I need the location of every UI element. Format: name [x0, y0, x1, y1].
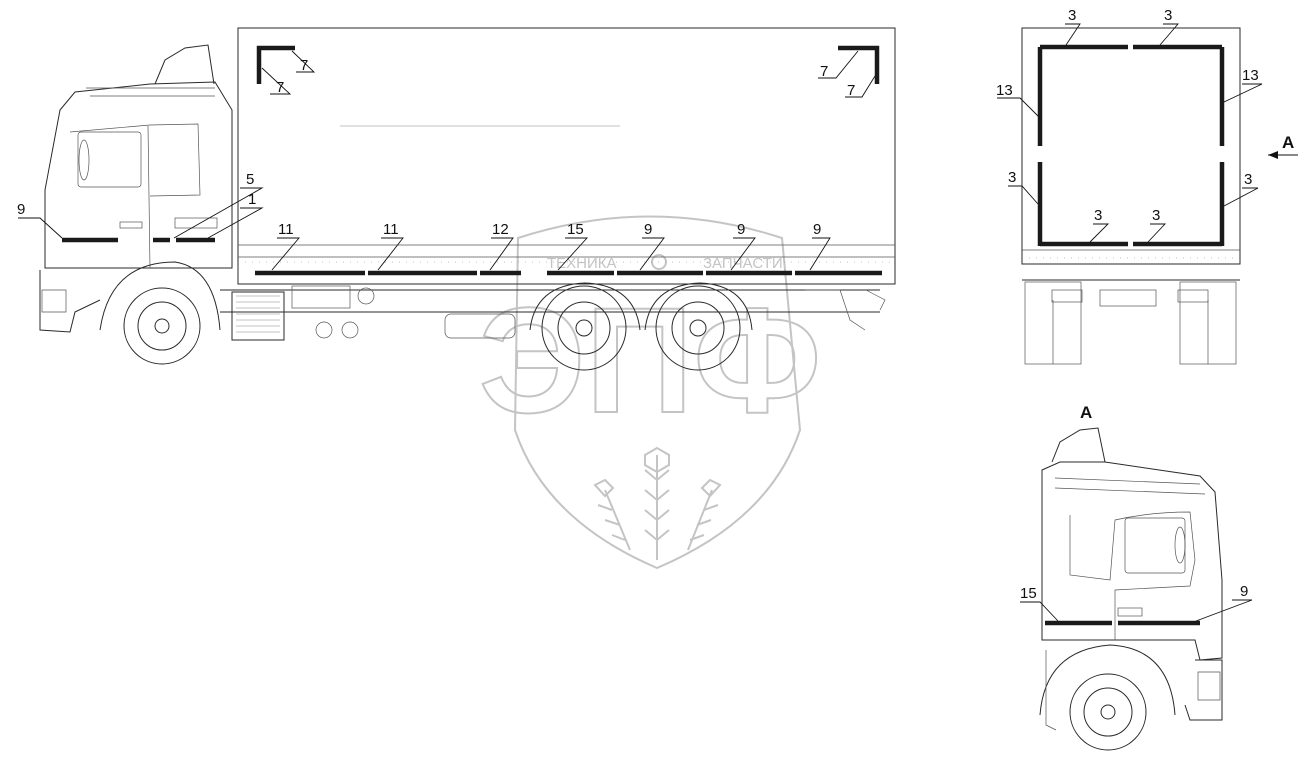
cab-window	[77, 131, 142, 188]
cab-a-window	[1124, 517, 1186, 574]
rear-leaders	[997, 23, 1263, 243]
rear-body	[1021, 27, 1241, 265]
cab-outline	[44, 81, 233, 269]
watermark-caption-left: ТЕХНИКА	[547, 255, 617, 272]
licence-plate	[1099, 289, 1157, 307]
cab-a-outline	[1041, 461, 1223, 661]
view-direction-arrow: A	[1268, 133, 1298, 159]
callout-label: 12	[492, 221, 509, 238]
callout-label: 3	[1094, 207, 1102, 224]
cab-a-bumper	[1184, 659, 1223, 721]
side-mirror	[78, 139, 90, 181]
rear-wheel-2	[655, 285, 741, 371]
fuel-tank	[291, 285, 351, 309]
callout-label: 3	[1244, 171, 1252, 188]
view-a-cab: A 15 9	[1020, 403, 1253, 751]
wheat-icon	[593, 446, 722, 560]
cargo-body	[237, 27, 896, 285]
cab-roof-spoiler	[154, 44, 215, 85]
view-a-title: A	[1080, 403, 1092, 422]
view-arrow-label: A	[1282, 133, 1294, 152]
callout-label: 13	[996, 82, 1013, 99]
callout-label: 7	[847, 82, 855, 99]
callout-label: 15	[1020, 585, 1037, 602]
callout-label: 9	[644, 221, 652, 238]
callout-label: 3	[1164, 7, 1172, 24]
side-leaders	[18, 50, 876, 271]
rear-reflective-tapes	[1037, 44, 1225, 247]
watermark-shield-outline	[513, 215, 802, 570]
callout-label: 5	[246, 171, 254, 188]
rear-wheel-1	[541, 285, 627, 371]
callout-label: 11	[383, 221, 399, 238]
cab-a-spoiler	[1051, 427, 1106, 463]
callout-label: 15	[567, 221, 584, 238]
watermark-caption-right: ЗАПЧАСТИ	[703, 255, 783, 272]
callout-label: 3	[1008, 169, 1016, 186]
callout-label: 9	[1240, 583, 1248, 600]
rear-callout-labels: 3 3 13 13 3 3 3 3	[996, 7, 1259, 224]
cab-a-door	[1069, 511, 1196, 640]
watermark: ТЕХНИКА ЗАПЧАСТИ ЭПФ	[478, 215, 822, 570]
battery-box	[231, 291, 285, 341]
rear-view-truck: 3 3 13 13 3 3 3 3 A	[996, 7, 1298, 365]
cab-door	[69, 123, 201, 269]
callout-label: 7	[820, 63, 828, 80]
cab-a-callout-labels: 15 9	[1020, 583, 1248, 602]
callout-label: 3	[1068, 7, 1076, 24]
front-wheel	[123, 287, 201, 365]
side-reflective-tapes	[62, 45, 882, 276]
callout-label: 13	[1242, 67, 1259, 84]
callout-label: 11	[278, 221, 294, 238]
callout-label: 7	[276, 79, 284, 96]
callout-label: 1	[248, 191, 256, 208]
callout-label: 7	[300, 57, 308, 74]
watermark-logo: ЭПФ	[479, 276, 822, 444]
side-view-truck: 9 5 1 11 11 12 15 9 9 9 7 7 7 7	[17, 27, 896, 371]
side-callout-labels: 9 5 1 11 11 12 15 9 9 9 7 7 7 7	[17, 57, 855, 238]
cab-a-leaders	[1020, 599, 1253, 622]
cab-a-wheel	[1069, 673, 1147, 751]
cab-a-mirror	[1174, 526, 1186, 564]
front-bumper	[39, 270, 101, 333]
callout-label: 9	[17, 201, 25, 218]
callout-label: 9	[737, 221, 745, 238]
callout-label: 3	[1152, 207, 1160, 224]
callout-label: 9	[813, 221, 821, 238]
